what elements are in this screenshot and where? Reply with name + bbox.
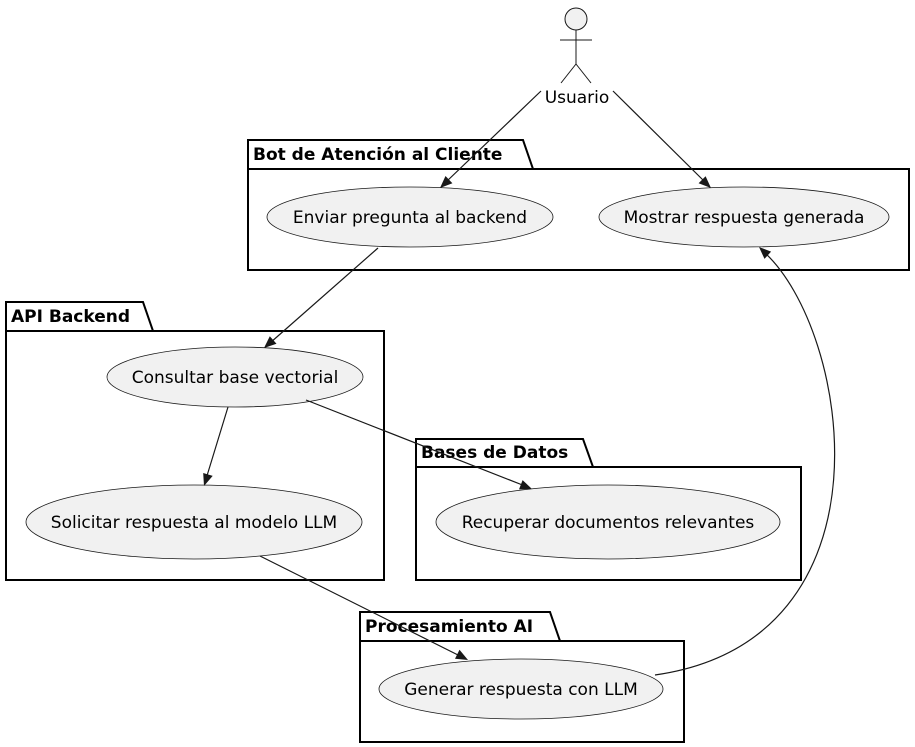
edge-consultar-to-recuperar [305, 399, 532, 490]
edge-generar-to-mostrar [654, 247, 836, 676]
edge-solicitar-generar-arrowhead [455, 649, 468, 660]
edge-usuario-to-mostrar [612, 90, 711, 188]
edge-solicitar-generar-line [259, 555, 463, 658]
usecase-enviar-label: Enviar pregunta al backend [293, 208, 527, 228]
edge-enviar-consultar-line [269, 247, 379, 344]
usecase-solicitar-shape [25, 484, 363, 560]
usecase-recuperar-shape [435, 484, 781, 560]
usecase-mostrar-respuesta: Mostrar respuesta generada [598, 186, 890, 248]
edge-consultar-solicitar-arrowhead [203, 473, 213, 486]
edge-solicitar-to-generar [259, 555, 468, 660]
edge-consultar-solicitar-line [205, 406, 229, 480]
edge-usuario-mostrar-arrowhead [698, 176, 711, 188]
edge-consultar-recuperar-arrowhead [519, 480, 532, 490]
usecase-recuperar-documentos: Recuperar documentos relevantes [435, 484, 781, 560]
edge-enviar-consultar-arrowhead [264, 336, 277, 348]
edge-enviar-to-consultar [264, 247, 379, 348]
edge-usuario-enviar-arrowhead [440, 176, 453, 188]
usecase-generar-label: Generar respuesta con LLM [404, 680, 638, 700]
usecase-recuperar-label: Recuperar documentos relevantes [462, 513, 755, 533]
edge-usuario-mostrar-line [612, 90, 706, 183]
actor-usuario: Usuario [545, 7, 610, 108]
edge-usuario-enviar-line [445, 90, 542, 183]
edge-consultar-to-solicitar [203, 406, 229, 486]
edge-generar-mostrar-line [654, 251, 836, 676]
usecase-enviar-shape [266, 186, 554, 248]
usecase-consultar-base: Consultar base vectorial [106, 346, 364, 408]
usecase-generar-shape [378, 658, 664, 720]
package-db-title: Bases de Datos [421, 443, 568, 463]
actor-right-leg [575, 63, 592, 84]
edge-generar-mostrar-arrowhead [759, 247, 772, 259]
usecase-solicitar-respuesta: Solicitar respuesta al modelo LLM [25, 484, 363, 560]
usecase-mostrar-shape [598, 186, 890, 248]
usecase-generar-respuesta: Generar respuesta con LLM [378, 658, 664, 720]
usecase-enviar-pregunta: Enviar pregunta al backend [266, 186, 554, 248]
actor-label: Usuario [545, 88, 610, 108]
package-bot-title: Bot de Atención al Cliente [253, 145, 502, 165]
usecase-consultar-label: Consultar base vectorial [132, 368, 339, 388]
edge-consultar-recuperar-line [305, 399, 526, 487]
usecase-mostrar-label: Mostrar respuesta generada [624, 208, 865, 228]
usecase-consultar-shape [106, 346, 364, 408]
package-ai-title: Procesamiento AI [365, 617, 533, 637]
actor-head [564, 7, 588, 31]
edge-usuario-to-enviar [440, 90, 542, 188]
package-api-title: API Backend [11, 307, 130, 327]
usecase-solicitar-label: Solicitar respuesta al modelo LLM [51, 513, 337, 533]
actor-left-leg [560, 63, 577, 84]
